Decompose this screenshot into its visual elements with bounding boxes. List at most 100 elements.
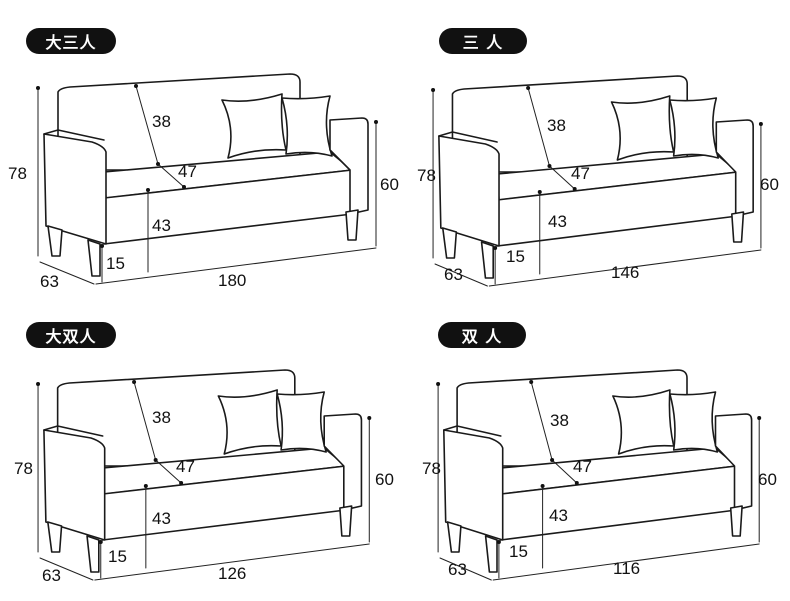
dimension-point (540, 484, 545, 488)
size-badge: 三 人 (439, 28, 527, 54)
arm-height-label: 60 (758, 470, 777, 489)
dimension-point (431, 88, 436, 92)
dimension-point (156, 162, 160, 166)
pillow-right (281, 95, 333, 157)
back-height-label: 38 (152, 408, 171, 427)
sofa-drawing (436, 369, 762, 581)
left-armrest-top (43, 425, 104, 437)
depth-label: 63 (448, 560, 467, 579)
leg-height-label: 15 (509, 542, 528, 561)
leg-right (729, 505, 743, 537)
leg-front-left-inner (484, 535, 498, 573)
dimension-point (36, 86, 40, 90)
seat-depth-label: 47 (178, 162, 197, 181)
dimension-point (758, 122, 763, 126)
dimension-point (182, 185, 186, 189)
seat-depth-label: 47 (176, 457, 195, 476)
size-badge: 大双人 (26, 322, 116, 348)
width-dimension-line (492, 543, 760, 581)
seat-height-label: 43 (152, 509, 171, 528)
dimension-point (537, 190, 542, 194)
left-armrest-top (438, 131, 498, 143)
seat-height-label: 43 (152, 216, 171, 235)
width-dimension-line (94, 543, 370, 581)
left-armrest (443, 429, 504, 541)
right-armrest (715, 119, 754, 217)
arm-height-label: 60 (760, 175, 779, 194)
dimension-point (757, 416, 762, 420)
leg-height-label: 15 (106, 254, 125, 273)
width-label: 180 (218, 271, 247, 290)
right-armrest (323, 413, 363, 511)
leg-front-left (47, 521, 63, 553)
height-label: 78 (14, 459, 33, 478)
width-label: 126 (218, 564, 247, 583)
pillow-right (668, 97, 720, 159)
sofa-panel-large-two-seat: 大双人 78 38 47 60 43 15 63 126 (0, 300, 395, 600)
width-label: 116 (613, 559, 641, 578)
sofa-illustration (36, 369, 372, 581)
seat-height-label: 43 (548, 212, 567, 231)
leg-height-label: 15 (506, 247, 525, 266)
sofa-illustration (431, 75, 763, 287)
sofa-drawing (36, 73, 378, 285)
size-badge: 大三人 (26, 28, 116, 54)
back-dimension-line (530, 381, 553, 461)
dimension-point (526, 86, 531, 90)
depth-dimension-line (39, 557, 94, 581)
dimension-point (367, 416, 372, 420)
seat-depth-label: 47 (573, 457, 592, 476)
width-label: 146 (611, 263, 640, 282)
leg-front-left (47, 225, 63, 257)
depth-label: 63 (40, 272, 59, 291)
dimension-point (146, 188, 150, 192)
sofa-illustration (436, 369, 762, 581)
leg-right (731, 211, 745, 243)
sofa-drawing (36, 369, 372, 581)
height-label: 78 (417, 166, 436, 185)
seat-depth-dimension-line (551, 459, 578, 484)
dimension-point (572, 187, 577, 191)
size-badge: 双 人 (438, 322, 526, 348)
left-armrest-top (443, 425, 502, 437)
dimension-point (493, 246, 498, 250)
sofa-panel-three-seat: 三 人 78 38 47 60 43 15 63 146 (395, 0, 790, 300)
back-dimension-line (527, 87, 550, 167)
arm-height-label: 60 (380, 175, 399, 194)
leg-right (339, 505, 353, 537)
back-height-label: 38 (547, 116, 566, 135)
height-label: 78 (422, 459, 441, 478)
left-armrest (438, 135, 500, 247)
seat-depth-dimension-line (548, 165, 576, 190)
seat-depth-dimension-line (157, 163, 185, 188)
depth-dimension-line (39, 261, 95, 285)
leg-front-left (446, 521, 462, 553)
pillow-right (276, 391, 327, 453)
depth-dimension-line (434, 263, 488, 287)
leg-height-label: 15 (108, 547, 127, 566)
seat-depth-dimension-line (155, 459, 182, 484)
arm-height-label: 60 (375, 470, 394, 489)
right-armrest (329, 117, 369, 215)
dimension-point (436, 382, 441, 386)
right-armrest (714, 413, 753, 511)
dimension-point (550, 458, 555, 462)
back-height-label: 38 (550, 411, 569, 430)
pillow-right (669, 391, 719, 453)
seat-height-label: 43 (549, 506, 568, 525)
seat-depth-label: 47 (571, 164, 590, 183)
sofa-drawing (431, 75, 763, 287)
dimension-point (153, 458, 158, 462)
leg-right (345, 209, 359, 241)
back-dimension-line (135, 85, 159, 165)
width-dimension-line (488, 249, 762, 287)
width-dimension-line (95, 247, 377, 285)
dimension-point (496, 540, 501, 544)
sofa-panel-two-seat: 双 人 78 38 47 60 43 15 63 116 (395, 300, 790, 600)
dimension-point (100, 244, 104, 248)
left-armrest (43, 133, 107, 245)
back-height-label: 38 (152, 112, 171, 131)
dimension-point (134, 84, 138, 88)
depth-label: 63 (42, 566, 61, 585)
sofa-panel-large-three-seat: 大三人 78 38 47 60 43 15 63 180 (0, 0, 399, 300)
